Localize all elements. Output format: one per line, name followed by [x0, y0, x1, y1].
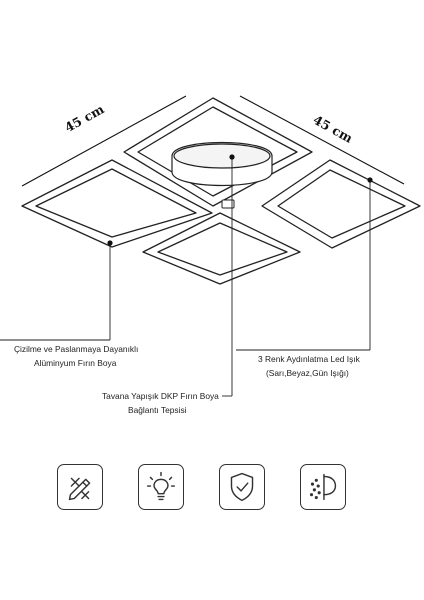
- led-label-line2: (Sarı,Beyaz,Gün Işığı): [266, 368, 349, 378]
- paint-spray-icon: [300, 464, 346, 510]
- front-frame: [142, 212, 301, 285]
- leader-lines: [0, 157, 371, 397]
- shield-check-icon: [219, 464, 265, 510]
- dimension-lines: [21, 95, 405, 187]
- finish-label-line2: Alüminyum Fırın Boya: [34, 358, 117, 368]
- led-label-line1: 3 Renk Aydınlatma Led Işık: [258, 354, 360, 364]
- left-frame: [21, 159, 213, 248]
- scratch-resistant-icon: [57, 464, 103, 510]
- mount-label-line2: Bağlantı Tepsisi: [128, 405, 187, 415]
- finish-label-line1: Çizilme ve Paslanmaya Dayanıklı: [14, 344, 139, 354]
- leader-dots: [107, 154, 373, 246]
- mounting-base: [171, 141, 273, 209]
- led-bulb-icon: [138, 464, 184, 510]
- right-frame: [261, 159, 421, 249]
- mount-label-line1: Tavana Yapışık DKP Fırın Boya: [102, 391, 219, 401]
